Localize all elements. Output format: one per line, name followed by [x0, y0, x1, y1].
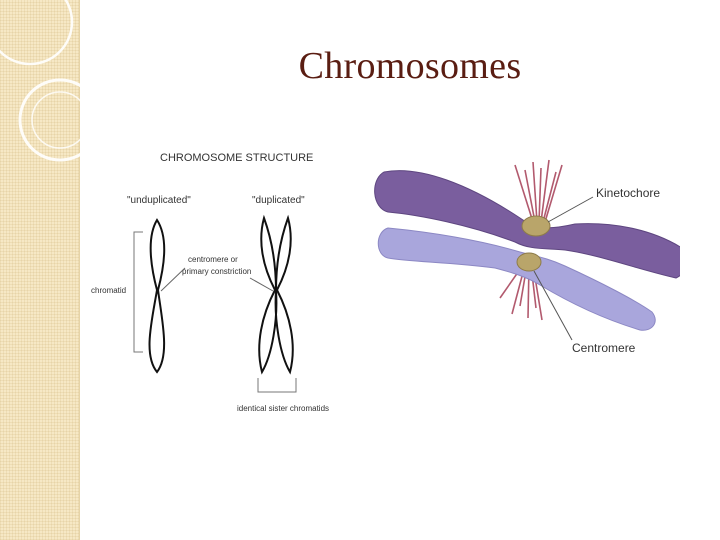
centromere-pointer-right	[249, 277, 274, 292]
centromere-blob	[516, 252, 542, 272]
chromosome-structure-drawing: CHROMOSOME STRUCTURE "unduplicated" "dup…	[91, 152, 329, 413]
chromatid-bracket	[133, 231, 143, 353]
centromere-note-line2: primary constriction	[182, 267, 251, 276]
chromatid-label: chromatid	[91, 286, 126, 295]
centromere-label: Centromere	[572, 341, 636, 355]
kinetochore-label: Kinetochore	[596, 186, 660, 200]
spindle-fibers-top	[514, 159, 563, 223]
sister-chromatids-bracket	[257, 378, 297, 393]
sister-chromatid-right	[274, 214, 294, 375]
chromosome-illustration: Kinetochore Centromere	[374, 159, 680, 355]
lower-chromatid	[377, 227, 656, 331]
unduplicated-chromosome	[148, 218, 166, 374]
chromosome-diagram: CHROMOSOME STRUCTURE "unduplicated" "dup…	[91, 152, 680, 413]
sister-chromatids-label: identical sister chromatids	[237, 404, 329, 413]
centromere-leader	[533, 270, 573, 341]
unduplicated-label: "unduplicated"	[127, 195, 191, 206]
sister-chromatid-left	[258, 214, 278, 375]
centromere-pointer-left	[160, 267, 186, 292]
kinetochore-leader	[547, 196, 594, 223]
centromere-note-line1: centromere or	[188, 255, 238, 264]
kinetochore-blob	[521, 215, 551, 237]
decorative-circles	[0, 0, 102, 162]
duplicated-label: "duplicated"	[252, 195, 305, 206]
structure-heading: CHROMOSOME STRUCTURE	[160, 152, 313, 164]
decorative-side-band	[0, 0, 80, 540]
slide-title: Chromosomes	[298, 45, 522, 87]
